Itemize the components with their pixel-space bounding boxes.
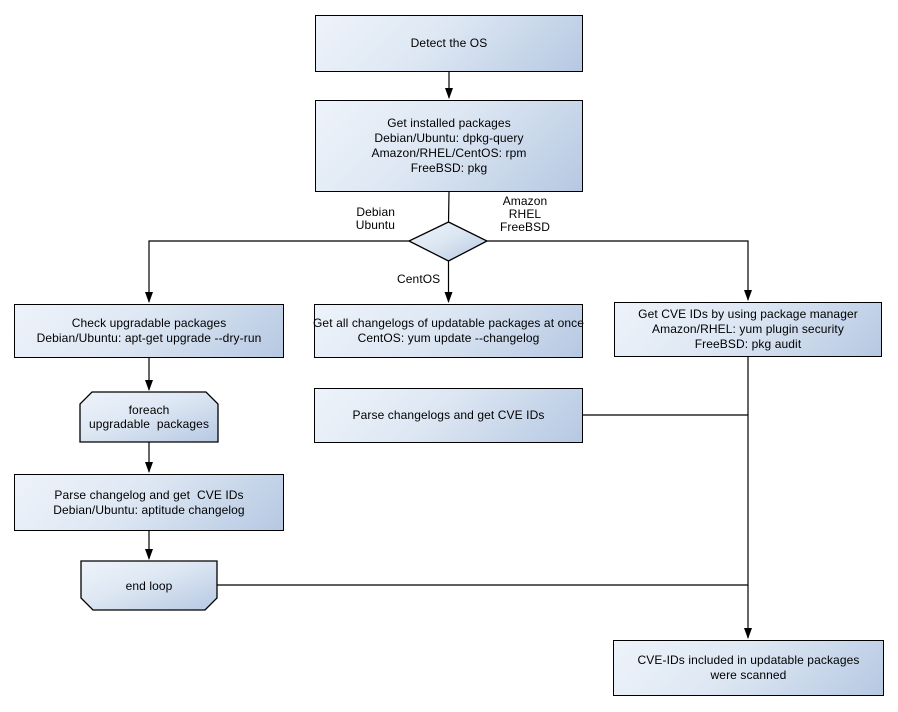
node-text-line: FreeBSD: pkg audit [694,337,802,351]
edge-label-line: Ubuntu [355,218,395,232]
flowchart-node-parse-changelog-debian: Parse changelog and get CVE IDs Debian/U… [14,474,284,531]
loop-end-shape [80,560,218,611]
flowchart-node-detect-os: Detect the OS [315,15,583,72]
node-text-line: Parse changelog and get CVE IDs [54,487,244,502]
edge-label-line: CentOS [397,272,441,286]
connector-decision-to-check-upgradable [145,240,409,303]
node-text-line: Get installed packages [387,116,511,130]
node-text-line: Parse changelogs and get CVE IDs [352,408,545,422]
flowchart-node-parse-changelogs-get-cve-ids: Parse changelogs and get CVE IDs [314,388,583,443]
node-text-line: Debian/Ubuntu: aptitude changelog [53,502,245,517]
node-text-line: foreach [128,403,170,417]
edge-label-amazon-rhel-freebsd: Amazon RHEL FreeBSD [478,195,572,234]
node-text-line: CVE-IDs included in updatable packages [637,653,860,667]
loop-start-foreach-label: foreach upgradable packages [80,392,218,442]
flowchart-node-check-upgradable-packages: Check upgradable packages Debian/Ubuntu:… [14,304,284,358]
flowchart-node-get-cve-ids-by-package-manager: Get CVE IDs by using package manager Ama… [614,302,882,357]
node-text-line: upgradable packages [88,417,210,431]
flowchart-node-cve-ids-scanned: CVE-IDs included in updatable packages w… [613,640,884,696]
node-text-line: Amazon/RHEL/CentOS: rpm [371,146,527,160]
flowchart-node-get-all-changelogs: Get all changelogs of updatable packages… [313,304,584,358]
node-text-line: Amazon/RHEL: yum plugin security [652,322,844,336]
node-text-line: end loop [125,578,173,593]
loop-start-shape [79,391,219,443]
edge-label-line: Amazon [502,194,548,208]
node-text-line: Check upgradable packages [71,316,227,330]
node-text-line: Get CVE IDs by using package manager [638,307,858,321]
edge-label-line: FreeBSD [499,220,551,234]
node-text-line: were scanned [710,668,787,682]
decision-diamond-os-branch [407,221,489,262]
node-text-line: CentOS: yum update --changelog [357,331,540,345]
loop-end-label: end loop [81,561,217,610]
connector-decision-to-cve-package-manager [487,240,752,301]
connector-installed-to-decision [447,191,450,224]
edge-label-debian-ubuntu: Debian Ubuntu [318,206,395,232]
flowchart-node-get-installed-packages: Get installed packages Debian/Ubuntu: dp… [315,100,583,192]
node-text-line: Get all changelogs of updatable packages… [313,316,584,330]
node-text-line: Detect the OS [410,36,488,50]
edge-label-centos: CentOS [397,273,457,286]
edge-label-line: Debian [356,205,395,219]
node-text-line: Debian/Ubuntu: dpkg-query [374,131,524,145]
node-text-line: FreeBSD: pkg [410,161,488,175]
node-text-line: Debian/Ubuntu: apt-get upgrade --dry-run [36,331,262,345]
edge-label-line: RHEL [508,207,542,221]
